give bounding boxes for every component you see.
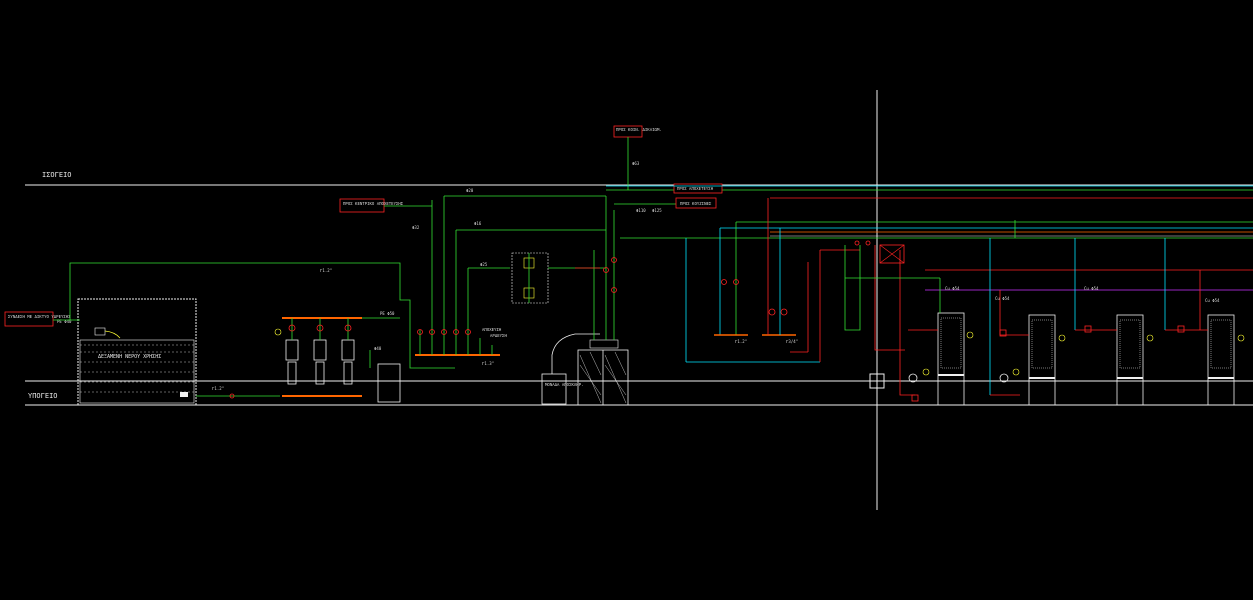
central-heating-box [339,198,385,213]
f40-label: Φ40 [374,346,382,351]
cu-label-4: Cu Φ54 [1205,298,1220,303]
tank-label: ΔΕΞΑΜΕΝΗ ΝΕΡΟΥ ΧΡΗΣΗΣ [98,354,161,360]
cu-label-1: Cu Φ54 [945,286,960,291]
cu-label-2: Cu Φ54 [995,296,1010,301]
filter-unit [511,252,549,304]
top-unit-label: ΠΡΟΣ ΚΟΙΝ. ΔΙΚΑΙΩΜ. [616,127,662,132]
kitchen-box [675,197,717,209]
city-network-box [4,311,54,327]
pe-label: PE Φ40 [57,319,72,324]
g2-label: Γ1.2" [320,268,332,273]
disposal-label: ΠΡΟΣ ΑΠΟΧΕΤΕΥΣΗ [677,186,714,191]
manifold [415,196,500,356]
feed-pipe-green [69,262,455,369]
lower-floor-label: ΥΠΟΓΕΙΟ [28,392,58,400]
g34-label: Γ3/4" [786,339,798,344]
apochi-label: ΑΠΟΧΕΥΣΗ [482,327,502,332]
g3-label: Γ1.3" [482,361,494,366]
g2c-label: Γ1.2" [735,339,747,344]
storage-heater-1 [937,312,965,406]
cu-label-3: Cu Φ54 [1084,286,1099,291]
adreusi-label: ΑΡΔΕΥΣΗ [490,333,507,338]
treatment-label: ΜΟΝΑΔΑ ΑΠΟΣΚΛΗΡ. [545,382,584,387]
water-tank [77,298,197,406]
central-heating-label: ΠΡΟΣ ΚΕΝΤΡΙΚΟ ΑΠΟΧΕΤΕΥΣΗΣ [343,201,404,206]
disposal-box [673,183,723,194]
f63-label: Φ63 [632,161,640,166]
storage-heater-2 [1028,314,1056,406]
treatment-plant [541,333,629,406]
pressure-vessel [369,350,401,403]
storage-heater-4 [1207,314,1235,406]
city-network-label: ΣΥΝΔΕΣΗ ΜΕ ΔΙΚΤΥΟ ΥΔΡΕΥΣΗΣ [8,314,71,319]
g2b-label: Γ1.2" [212,386,224,391]
f16-label: Φ16 [474,221,482,226]
upper-floor-label: ΙΣΟΓΕΙΟ [42,171,72,179]
kitchen-label: ΠΡΟΣ ΚΟΥΖΙΝΕΣ [680,201,712,206]
pe50-label: PE Φ50 [380,311,395,316]
crosshair-box [869,373,885,389]
f110-label: Φ110 [636,208,646,213]
f32-label: Φ32 [412,225,420,230]
f20-label: Φ20 [466,188,474,193]
f25-label: Φ25 [480,262,488,267]
pump-set [274,317,362,397]
storage-heater-3 [1116,314,1144,406]
f125-label: Φ125 [652,208,662,213]
